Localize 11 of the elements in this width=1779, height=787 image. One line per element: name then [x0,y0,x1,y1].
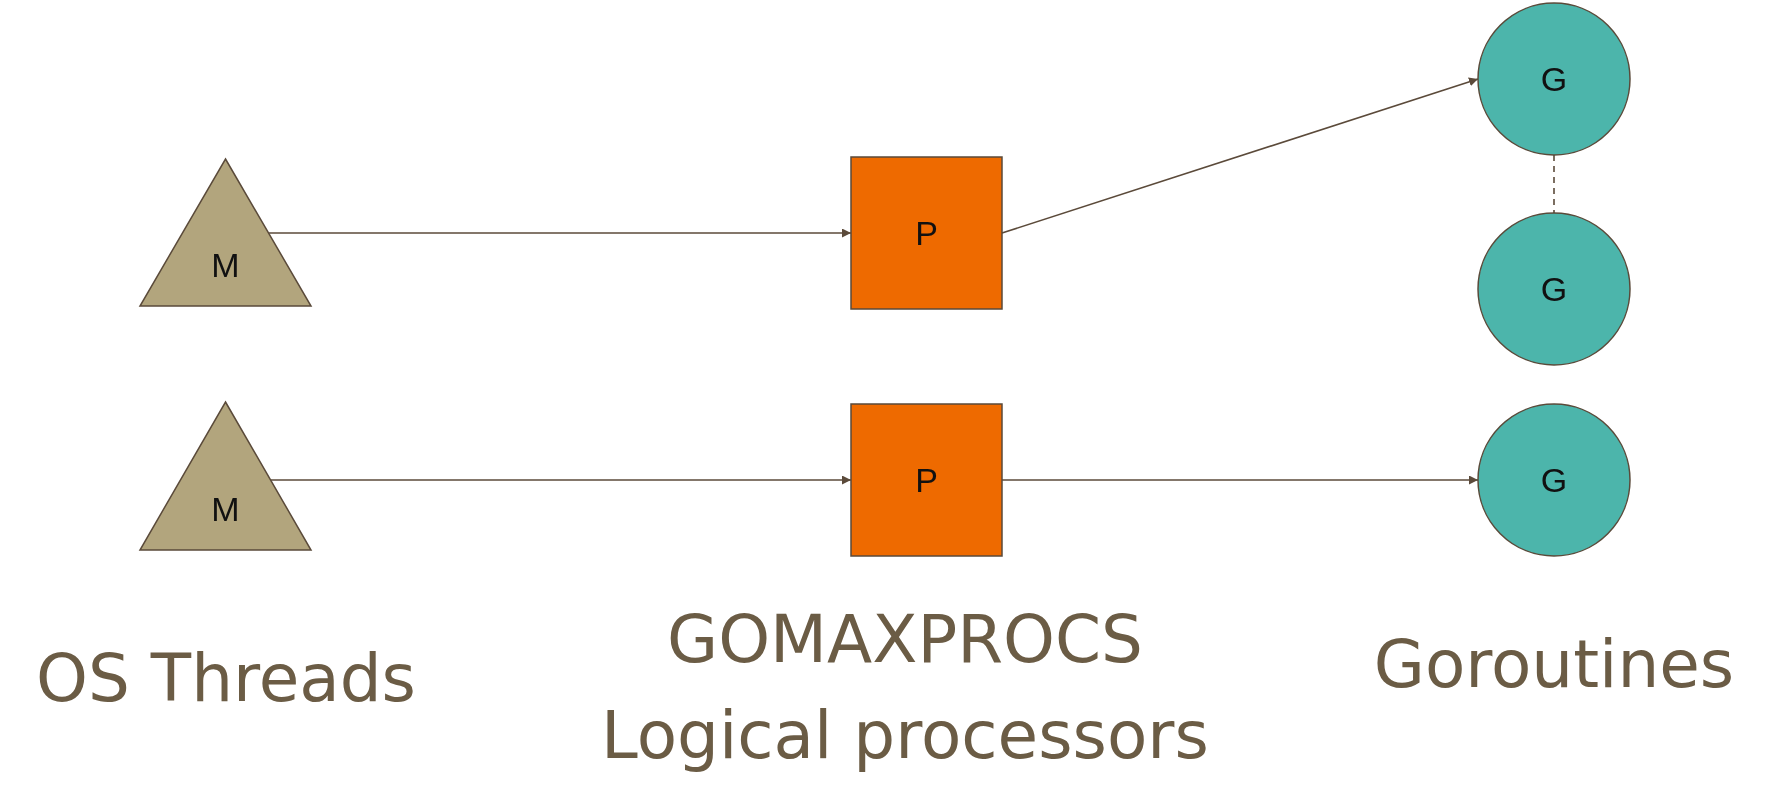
column-caption: GOMAXPROCS [667,607,1143,673]
node-label: G [1540,62,1568,96]
node-label: G [1540,272,1568,306]
column-caption: OS Threads [36,646,416,712]
node-label: G [1540,463,1568,497]
node-label: M [211,247,240,282]
connector-line [1553,154,1555,214]
column-caption: Goroutines [1373,632,1735,698]
node-label: P [915,216,938,250]
node-label: M [211,491,240,526]
node-label: P [915,463,938,497]
